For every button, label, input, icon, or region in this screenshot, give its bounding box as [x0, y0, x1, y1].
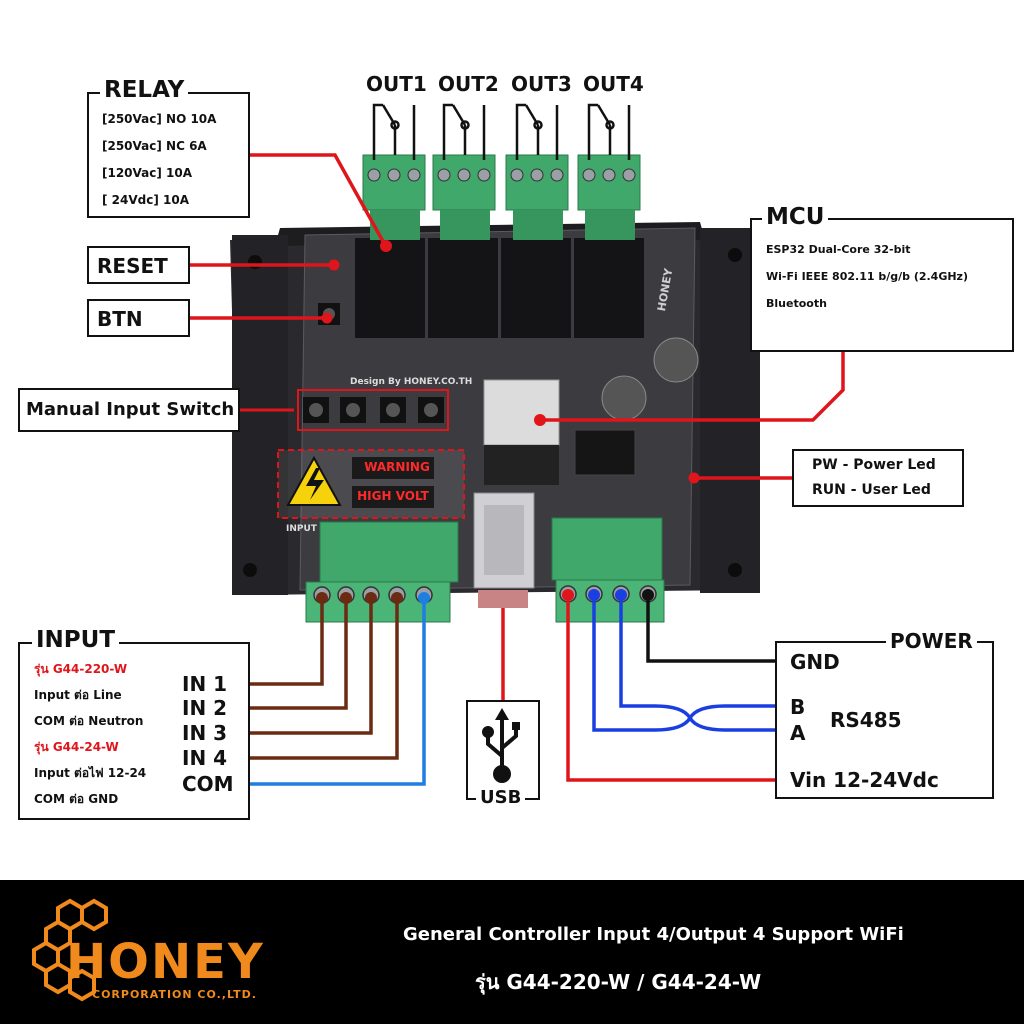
manual-switch-box [18, 388, 240, 432]
btn-label: BTN [97, 307, 143, 331]
in3-label: IN 3 [182, 721, 228, 745]
logo-subtitle: CORPORATION CO.,LTD. [92, 988, 257, 1001]
com-label: COM [182, 772, 234, 796]
warning-area [277, 449, 465, 519]
usb-icon [482, 708, 520, 783]
out1-label: OUT1 [366, 72, 427, 96]
footer-title: General Controller Input 4/Output 4 Supp… [403, 924, 904, 945]
esp32-module [483, 379, 560, 485]
relay-row: [120Vac] 10A [102, 166, 193, 180]
in1-label: IN 1 [182, 672, 228, 696]
reset-label: RESET [97, 254, 168, 278]
relay-row: [ 24Vdc] 10A [102, 193, 189, 207]
input-dots [316, 592, 430, 604]
input-box [18, 642, 250, 820]
led-box [792, 449, 964, 507]
vin-wire [566, 595, 782, 782]
relay-wire [250, 153, 387, 246]
out3-label: OUT3 [511, 72, 572, 96]
input-note-line: COM ต่อ GND [34, 792, 119, 806]
input-title: INPUT [32, 629, 120, 652]
usb-box [466, 700, 540, 800]
relay-row: [250Vac] NO 10A [102, 112, 217, 126]
footer-bar: HONEY CORPORATION CO.,LTD. General Contr… [0, 880, 1024, 1024]
rs485-label: RS485 [830, 708, 902, 732]
high-volt-text: HIGH VOLT [357, 489, 429, 503]
mcu-box [750, 218, 1014, 352]
relay-contact-symbols [372, 103, 631, 160]
led-power-label: PW - Power Led [812, 457, 936, 473]
btn-box [87, 299, 190, 337]
relay-blocks [355, 238, 644, 338]
gnd-wire [646, 595, 782, 663]
warning-text: WARNING [364, 460, 430, 474]
reset-box [87, 246, 190, 284]
input-wires [242, 598, 399, 760]
power-title: POWER [886, 631, 977, 651]
relay-row: [250Vac] NC 6A [102, 139, 207, 153]
mcu-wire [540, 352, 845, 422]
mcu-line: Wi-Fi IEEE 802.11 b/g/b (2.4GHz) [766, 270, 968, 283]
power-terminal-block [551, 517, 665, 623]
com-wire [242, 598, 426, 786]
manual-switch-label: Manual Input Switch [26, 399, 235, 420]
usb-port [473, 492, 535, 608]
board-design-text: Design By HONEY.CO.TH [350, 377, 473, 387]
usb-label: USB [476, 789, 526, 807]
rs485-b-wire [592, 595, 782, 732]
mcu-line: ESP32 Dual-Core 32-bit [766, 243, 911, 256]
in4-label: IN 4 [182, 746, 228, 770]
in2-label: IN 2 [182, 696, 228, 720]
out4-label: OUT4 [583, 72, 644, 96]
power-dots [562, 589, 654, 601]
gnd-label: GND [790, 650, 840, 674]
rs485-b-label: B [790, 695, 806, 719]
rs485-a-label: A [790, 721, 806, 745]
relay-title: RELAY [100, 79, 189, 102]
led-run-label: RUN - User Led [812, 482, 931, 498]
capacitors [574, 337, 699, 476]
power-box [775, 641, 994, 799]
mcu-title: MCU [762, 206, 829, 229]
board-input-text: INPUT [286, 524, 317, 534]
honey-logo-icon [32, 898, 108, 1002]
input-note-line: รุ่น G44-220-W [34, 662, 128, 676]
input-note-line: Input ต่อ Line [34, 688, 122, 702]
out2-label: OUT2 [438, 72, 499, 96]
footer-model: รุ่น G44-220-W / G44-24-W [475, 970, 762, 994]
input-note-line: COM ต่อ Neutron [34, 714, 144, 728]
logo-name: HONEY [66, 934, 265, 990]
vin-label: Vin 12-24Vdc [790, 768, 939, 792]
input-terminal-block [305, 521, 459, 623]
input-note-line: Input ต่อไฟ 12-24 [34, 766, 147, 780]
input-note-line: รุ่น G44-24-W [34, 740, 119, 754]
mcu-line: Bluetooth [766, 297, 827, 310]
